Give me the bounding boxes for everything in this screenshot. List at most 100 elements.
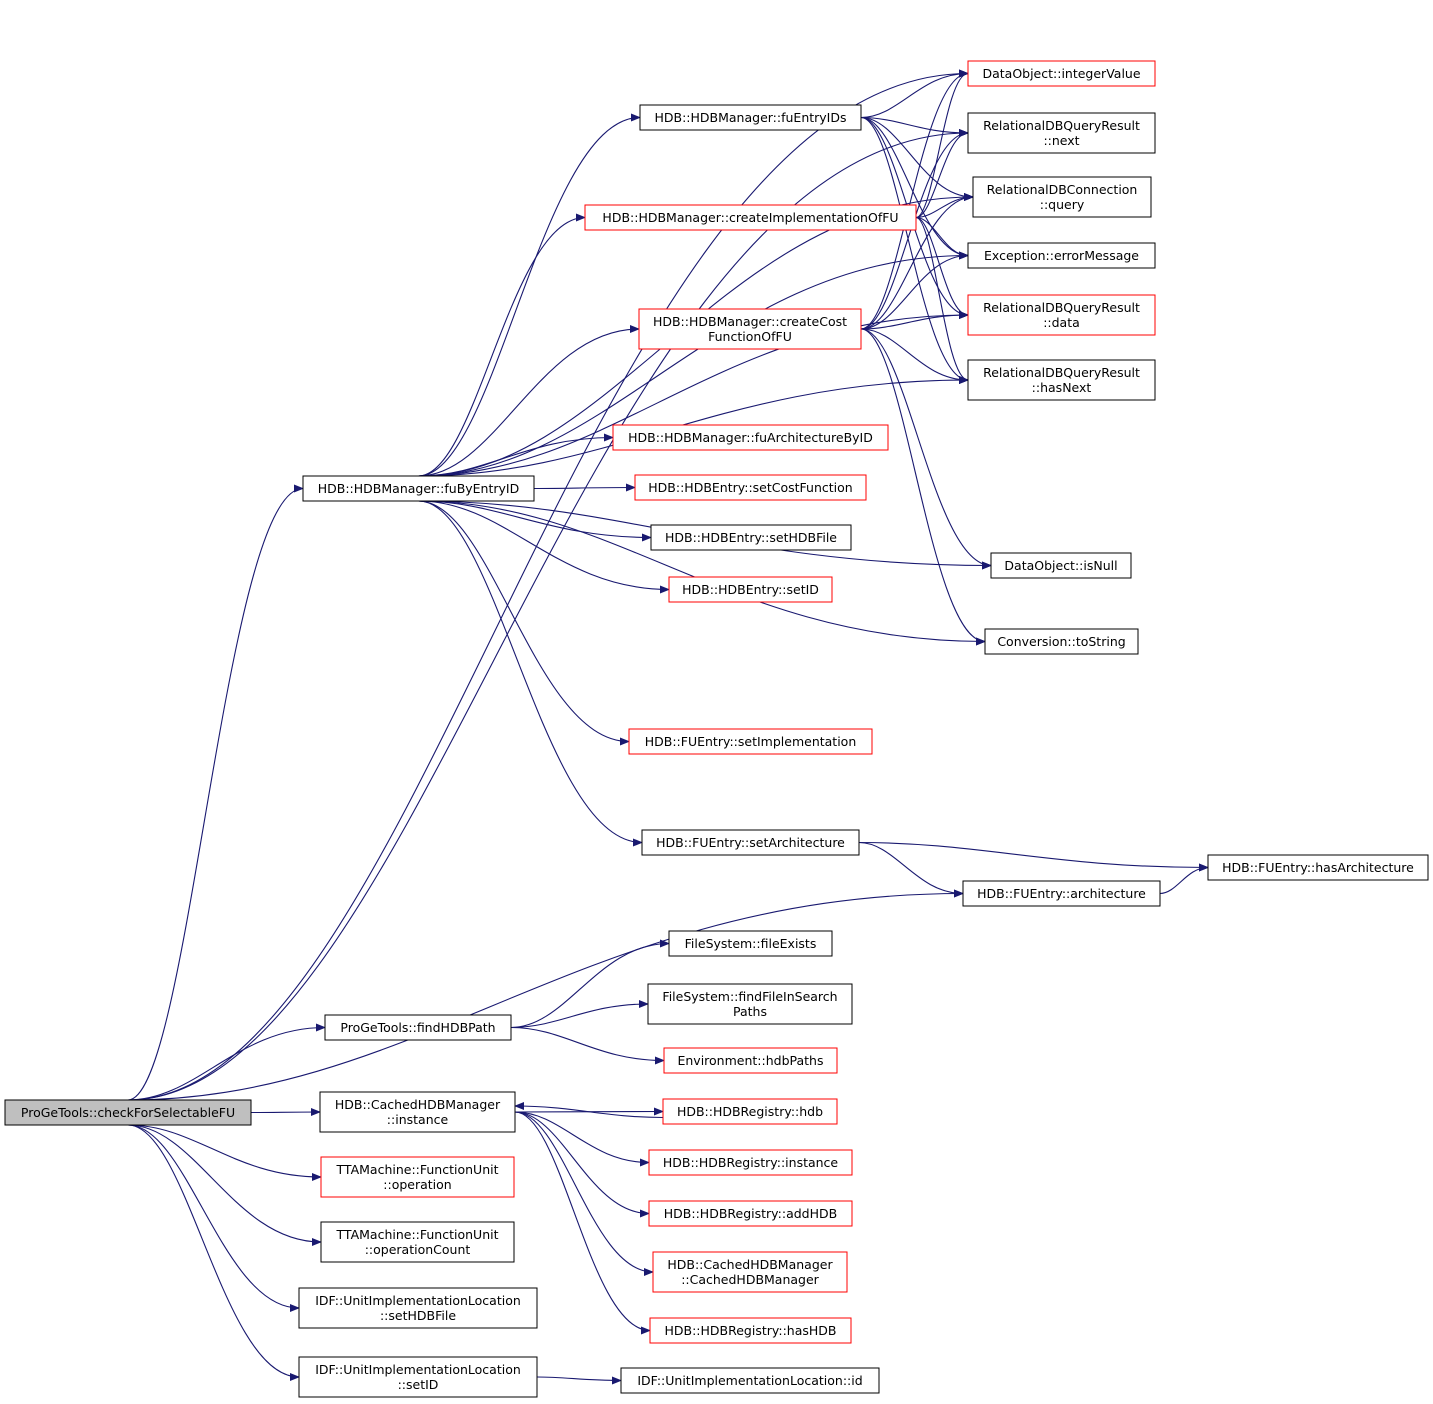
call-edge (510, 939, 670, 1029)
call-edge (533, 483, 636, 492)
call-edge (127, 129, 969, 1101)
node-box (662, 1098, 838, 1125)
node-setCostFn[interactable]: HDB::HDBEntry::setCostFunction (634, 474, 867, 501)
node-label: ::next (1043, 133, 1079, 148)
node-hasArch[interactable]: HDB::FUEntry::hasArchitecture (1207, 854, 1429, 881)
node-fuOp[interactable]: TTAMachine::FunctionUnit::operation (320, 1156, 515, 1198)
node-box (324, 1014, 512, 1041)
node-rqHasNext[interactable]: RelationalDBQueryResult::hasNext (967, 359, 1156, 401)
node-box (962, 880, 1161, 907)
node-uilId[interactable]: IDF::UnitImplementationLocation::id (620, 1367, 880, 1394)
call-edge (514, 1111, 650, 1167)
node-uilSetFile[interactable]: IDF::UnitImplementationLocation::setHDBF… (298, 1287, 538, 1329)
node-errMsg[interactable]: Exception::errorMessage (967, 242, 1156, 269)
call-edge (514, 1102, 664, 1119)
node-label: ::instance (387, 1112, 449, 1127)
call-edge (418, 500, 670, 594)
call-edge (514, 1111, 650, 1218)
node-isNull[interactable]: DataObject::isNull (990, 552, 1132, 579)
node-rqData[interactable]: RelationalDBQueryResult::data (967, 294, 1156, 336)
call-edge (127, 69, 969, 1101)
call-edge (418, 325, 640, 477)
node-box (4, 1099, 252, 1126)
node-label: HDB::FUEntry::setArchitecture (656, 835, 845, 850)
node-toString[interactable]: Conversion::toString (984, 628, 1139, 655)
node-box (663, 1047, 838, 1074)
node-uilSetID[interactable]: IDF::UnitImplementationLocation::setID (298, 1356, 538, 1398)
call-edge (127, 889, 964, 1101)
node-box (967, 112, 1156, 154)
node-label: Paths (733, 1004, 767, 1019)
call-edge (915, 69, 969, 219)
call-edge (915, 216, 969, 384)
node-fuByEntryID[interactable]: HDB::HDBManager::fuByEntryID (302, 475, 535, 502)
node-box (628, 728, 873, 755)
node-regAdd[interactable]: HDB::HDBRegistry::addHDB (648, 1200, 853, 1227)
node-label: ::operation (383, 1177, 451, 1192)
call-edge (418, 213, 586, 477)
call-edges (127, 69, 1209, 1385)
node-createImpl[interactable]: HDB::HDBManager::createImplementationOfF… (584, 204, 917, 231)
node-label: HDB::FUEntry::architecture (977, 886, 1146, 901)
node-label: HDB::HDBEntry::setID (682, 582, 819, 597)
node-label: HDB::HDBManager::createCost (653, 314, 847, 329)
node-label: HDB::CachedHDBManager (335, 1097, 501, 1112)
node-cachedInst[interactable]: HDB::CachedHDBManager::instance (319, 1091, 516, 1133)
node-rcQuery[interactable]: RelationalDBConnection::query (972, 176, 1152, 218)
node-fuOpCount[interactable]: TTAMachine::FunctionUnit::operationCount (320, 1221, 515, 1263)
node-regInst[interactable]: HDB::HDBRegistry::instance (648, 1149, 853, 1176)
call-edge (418, 500, 630, 746)
node-box (967, 294, 1156, 336)
call-edge (860, 251, 969, 330)
node-box (634, 474, 867, 501)
node-findHDBPath[interactable]: ProGeTools::findHDBPath (324, 1014, 512, 1041)
node-setArch[interactable]: HDB::FUEntry::setArchitecture (641, 829, 860, 856)
node-label: RelationalDBQueryResult (983, 300, 1140, 315)
node-fileExists[interactable]: FileSystem::fileExists (668, 930, 833, 957)
node-label: HDB::HDBRegistry::instance (663, 1155, 839, 1170)
call-edge (510, 1026, 665, 1065)
call-edge (514, 1111, 651, 1335)
node-label: ::setID (398, 1377, 439, 1392)
call-edge (915, 129, 969, 219)
node-fuArch[interactable]: HDB::HDBManager::fuArchitectureByID (612, 424, 889, 451)
node-box (967, 359, 1156, 401)
node-rqNext[interactable]: RelationalDBQueryResult::next (967, 112, 1156, 154)
node-label: ProGeTools::checkForSelectableFU (21, 1105, 235, 1120)
node-box (967, 60, 1156, 87)
call-edge (127, 1124, 300, 1381)
node-label: TTAMachine::FunctionUnit (336, 1162, 499, 1177)
call-edge (858, 841, 1209, 872)
node-setHDBFile[interactable]: HDB::HDBEntry::setHDBFile (650, 524, 852, 551)
call-edge (860, 116, 969, 260)
node-setImpl[interactable]: HDB::FUEntry::setImplementation (628, 728, 873, 755)
node-box (320, 1221, 515, 1263)
node-box (990, 552, 1132, 579)
node-box (298, 1356, 538, 1398)
call-edge (127, 484, 304, 1101)
node-label: HDB::HDBManager::fuEntryIDs (654, 110, 846, 125)
node-root[interactable]: ProGeTools::checkForSelectableFU (4, 1099, 252, 1126)
node-intValue[interactable]: DataObject::integerValue (967, 60, 1156, 87)
call-edge (127, 1124, 322, 1246)
node-box (298, 1287, 538, 1329)
node-regHas[interactable]: HDB::HDBRegistry::hasHDB (649, 1317, 852, 1344)
node-label: IDF::UnitImplementationLocation (315, 1362, 521, 1377)
function-nodes: ProGeTools::checkForSelectableFUHDB::HDB… (4, 60, 1429, 1398)
call-edge (860, 116, 974, 201)
node-architecture[interactable]: HDB::FUEntry::architecture (962, 880, 1161, 907)
call-edge (1159, 863, 1209, 895)
node-hdbPaths[interactable]: Environment::hdbPaths (663, 1047, 838, 1074)
node-cachedCtor[interactable]: HDB::CachedHDBManager::CachedHDBManager (652, 1251, 848, 1293)
call-edge (860, 193, 974, 330)
node-setID[interactable]: HDB::HDBEntry::setID (668, 576, 833, 603)
call-edge (860, 328, 986, 646)
node-label: HDB::HDBRegistry::hasHDB (664, 1323, 836, 1338)
node-regHdb[interactable]: HDB::HDBRegistry::hdb (662, 1098, 838, 1125)
call-edge (418, 251, 969, 477)
node-fuEntryIDs[interactable]: HDB::HDBManager::fuEntryIDs (639, 104, 862, 131)
call-edge (127, 1124, 322, 1181)
node-box (647, 983, 853, 1025)
